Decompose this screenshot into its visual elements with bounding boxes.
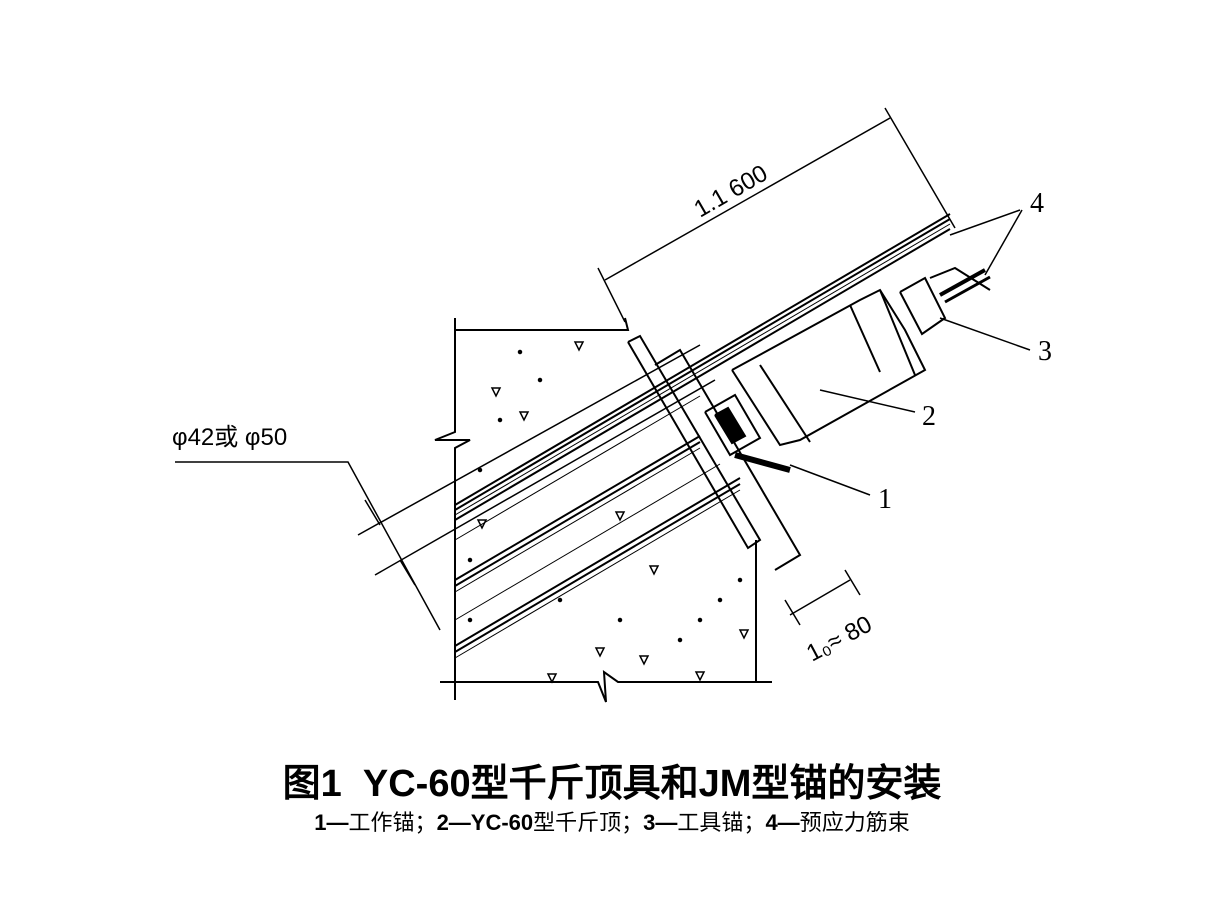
protrusion-text: 1₀≈ 80 [802, 611, 876, 668]
figure-caption-title: 图1 YC-60型千斤顶具和JM型锚的安装 [0, 752, 1224, 807]
legend-1-text: 工作锚； [348, 810, 437, 835]
figure-legend: 1—工作锚；2—YC-60型千斤顶；3—工具锚；4—预应力筋束 [0, 805, 1224, 837]
legend-2-text: 型千斤顶； [533, 810, 644, 835]
legend-4-num: 4— [765, 810, 800, 835]
figure-title: YC-60型千斤顶具和JM型锚的安装 [362, 763, 942, 805]
label-4: 4 [1030, 188, 1044, 219]
working-anchor [704, 393, 791, 473]
concrete-hatching [467, 341, 750, 684]
prestress-bundles [454, 213, 951, 659]
yc60-jack [731, 288, 927, 447]
figure-number: 图1 [282, 763, 342, 805]
label-leaders [789, 209, 1031, 496]
protrusion-dimension [784, 569, 861, 626]
diameter-text: φ42或 φ50 [172, 424, 287, 451]
length-dimension [597, 107, 956, 323]
label-1: 1 [878, 484, 892, 515]
legend-4-text: 预应力筋束 [799, 810, 910, 835]
legend-1-num: 1— [314, 810, 349, 835]
tendon-tail [939, 268, 991, 304]
jack-anchor-installation-drawing: 1.1 600 φ42或 φ50 1₀≈ 80 1 2 3 4 [172, 107, 1052, 703]
legend-3-text: 工具锚； [677, 810, 766, 835]
legend-3-num: 3— [643, 810, 678, 835]
diameter-leader [175, 344, 716, 631]
bearing-plate [627, 334, 802, 571]
label-3: 3 [1038, 336, 1052, 367]
legend-2-num: 2—YC-60 [436, 810, 534, 835]
label-2: 2 [922, 401, 936, 432]
concrete-block [434, 317, 772, 703]
